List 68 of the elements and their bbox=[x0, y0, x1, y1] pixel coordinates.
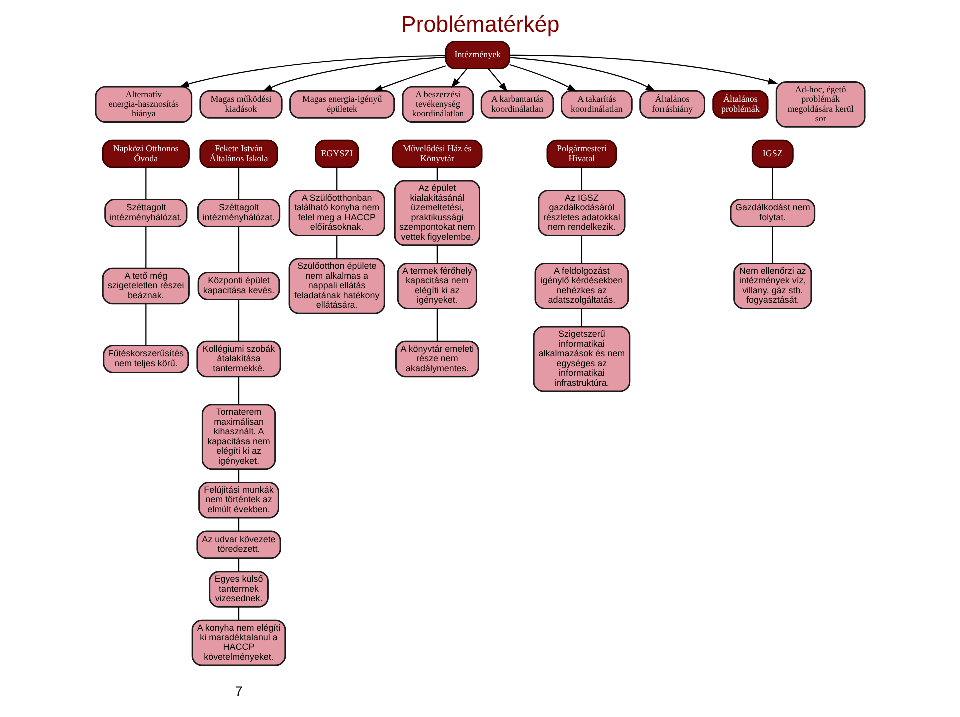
node-box: Szigetszerű informatikai alkalmazások és nem egységes az informatikai infrastruktúra. bbox=[532, 326, 630, 392]
node-box: Általános problémák bbox=[712, 90, 768, 119]
connector bbox=[336, 236, 338, 259]
node-box: EGYSZI bbox=[314, 140, 359, 168]
connector bbox=[145, 226, 146, 269]
node-box: Fűtéskorszerűsítés nem teljes körű. bbox=[102, 345, 189, 374]
node-box: Magas energia-igényű épületek bbox=[289, 90, 395, 119]
node-box: A könyvtár emeleti része nem akadálymentes. bbox=[395, 340, 479, 378]
node-box: Az udvar kövezete töredezett. bbox=[196, 530, 281, 560]
label: 7 bbox=[234, 684, 242, 699]
arrow bbox=[372, 66, 446, 92]
node-box: A feldolgozást igénylő kérdésekben nehézkes az adatszolgáltatás. bbox=[534, 263, 629, 310]
connector bbox=[580, 168, 582, 191]
connector bbox=[145, 304, 146, 346]
arrow bbox=[509, 54, 778, 85]
arrow bbox=[509, 57, 656, 92]
connector bbox=[772, 168, 773, 200]
connector bbox=[238, 168, 240, 200]
connector bbox=[145, 168, 146, 200]
connector bbox=[238, 518, 240, 532]
connector bbox=[436, 246, 438, 264]
node-box: Az IGSZ gazdálkodásáról részletes adatokkal nem rendelkezik. bbox=[538, 190, 626, 236]
node-box: Polgármesteri Hivatal bbox=[546, 140, 617, 168]
node-box: Fekete István Általános Iskola bbox=[199, 140, 278, 168]
connector bbox=[336, 168, 338, 191]
connector bbox=[238, 226, 240, 273]
node-box: A karbantartás koordinálatlan bbox=[480, 90, 554, 119]
connector bbox=[238, 376, 240, 405]
diagram-title: Problématérkép bbox=[400, 12, 560, 38]
arrow bbox=[509, 64, 577, 92]
node-box: Nem ellenőrzi az intézmények víz, villany, gáz stb. fogyasztását. bbox=[733, 263, 812, 310]
connector bbox=[238, 607, 240, 620]
node-box: Intézmények bbox=[444, 41, 510, 70]
arrow bbox=[450, 68, 468, 88]
connector bbox=[238, 300, 240, 342]
arrow bbox=[262, 56, 446, 92]
connector bbox=[772, 226, 773, 264]
node-box: Az épület kialakításánál üzemeltetési, praktikussági szempontokat nem vettek figyelembe. bbox=[394, 180, 480, 246]
node-box: Tornaterem maximálisan kihasznált. A kapacitása nem elégíti ki az igényeket. bbox=[201, 404, 276, 470]
node-box: Gazdálkodást nem folytat. bbox=[730, 199, 816, 228]
node-box: A konyha nem elégíti ki maradéktalanul a HACCP követelményeket. bbox=[191, 620, 286, 666]
node-box: A tető még szigeteletlen részei beáznak. bbox=[102, 268, 190, 305]
connector bbox=[580, 308, 582, 328]
connector bbox=[238, 469, 240, 483]
node-box: A takarítás koordinálatlan bbox=[560, 90, 632, 119]
connector bbox=[436, 308, 438, 342]
arrow bbox=[178, 55, 446, 88]
node-box: Művelődési Ház és Könyvtár bbox=[392, 140, 482, 168]
node-box: Napközi Otthonos Óvoda bbox=[102, 140, 190, 168]
node-box: Központi épület kapacitása kevés. bbox=[197, 272, 280, 300]
connector bbox=[238, 558, 240, 572]
node-box: Felújítási munkák nem történtek az elmúlt években. bbox=[198, 482, 279, 519]
node-box: A termek férőhely kapacitása nem elégíti ki az igényeket. bbox=[396, 263, 477, 310]
node-box: Kollégiumi szobák átalakítása tantermekké. bbox=[196, 340, 281, 378]
connector bbox=[436, 168, 438, 181]
node-box: Általános forráshiány bbox=[639, 90, 706, 119]
node-box: A Szülőotthonban található konyha nem felel meg a HACCP előírásoknak. bbox=[288, 190, 385, 236]
node-box: Széttagolt intézményhálózat. bbox=[196, 199, 280, 228]
node-box: Szülőotthon épülete nem alkalmas a nappali ellátás feladatának hatékony ellátására. bbox=[288, 258, 385, 314]
node-box: Alternatív energia-hasznosítás hiánya bbox=[94, 86, 192, 123]
node-box: Egyes külső tantermek vizesednek. bbox=[208, 571, 268, 608]
connector bbox=[580, 236, 582, 264]
node-box: Széttagolt intézményhálózat. bbox=[104, 199, 188, 228]
node-box: Ad-hoc, égető problémák megoldására kerül sor bbox=[775, 81, 866, 128]
node-box: IGSZ bbox=[751, 140, 794, 168]
node-box: A beszerzési tevékenység koordinálatlan bbox=[402, 86, 474, 123]
node-box: Magas működési kiadások bbox=[199, 90, 282, 119]
arrow bbox=[488, 68, 508, 92]
